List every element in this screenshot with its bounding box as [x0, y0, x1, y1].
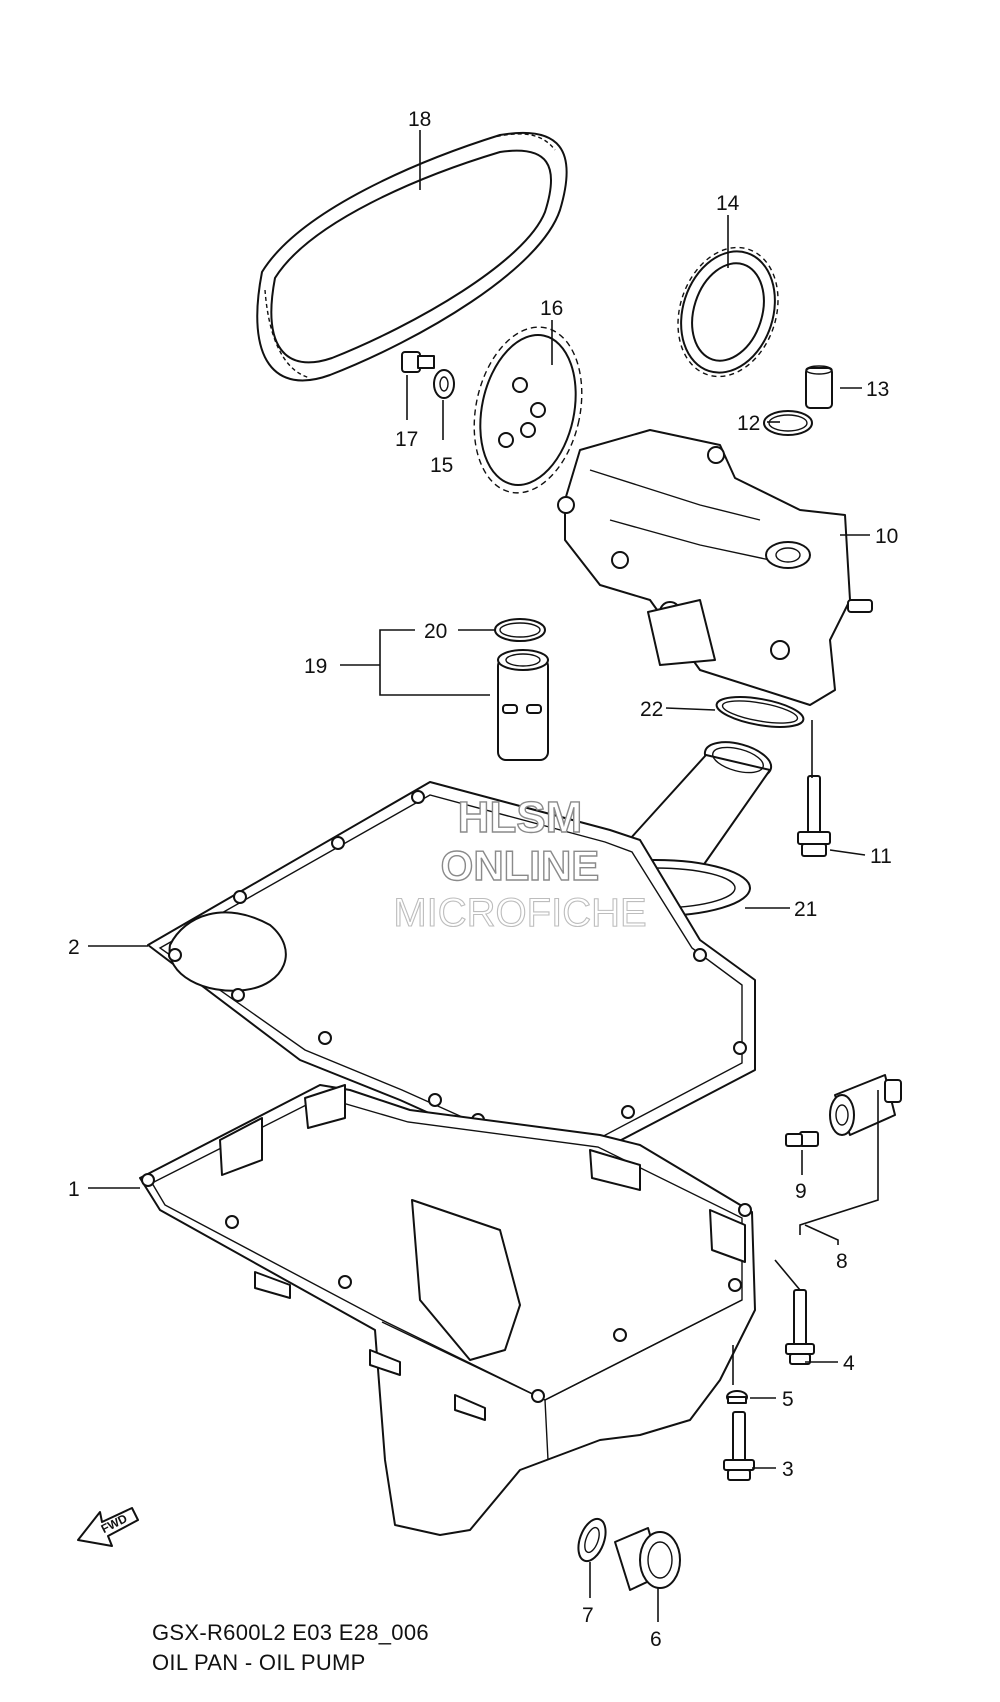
- diagram-title: OIL PAN - OIL PUMP: [152, 1650, 366, 1675]
- callout-8: 8: [836, 1250, 848, 1273]
- bolt-4[interactable]: [785, 1289, 815, 1365]
- washer-5[interactable]: [726, 1390, 748, 1404]
- o-ring-12[interactable]: [763, 410, 813, 436]
- oil-pressure-switch[interactable]: [829, 1074, 902, 1136]
- callout-2: 2: [68, 936, 80, 959]
- callout-4: 4: [843, 1352, 855, 1375]
- dowel-pin[interactable]: [805, 365, 833, 409]
- callout-leaders: [88, 130, 879, 1622]
- switch-bolt[interactable]: [785, 1131, 819, 1147]
- callout-16: 16: [540, 297, 563, 320]
- callout-10: 10: [875, 525, 898, 548]
- callout-9: 9: [795, 1180, 807, 1203]
- oil-pipe[interactable]: [497, 649, 549, 761]
- watermark-line-3: MICROFICHE: [393, 891, 646, 935]
- o-ring-20[interactable]: [494, 618, 546, 642]
- bolt-11[interactable]: [797, 775, 831, 857]
- oil-pan-gasket[interactable]: [147, 781, 756, 1173]
- watermark: HLSM ONLINE MICROFICHE: [393, 792, 647, 935]
- callout-17: 17: [395, 428, 418, 451]
- callout-11: 11: [870, 845, 892, 868]
- callout-15: 15: [430, 454, 453, 477]
- diagram-code: GSX-R600L2 E03 E28_006: [152, 1620, 429, 1645]
- drain-plug-gasket[interactable]: [573, 1515, 611, 1565]
- oil-pan[interactable]: [139, 1084, 756, 1536]
- drain-plug[interactable]: [614, 1527, 681, 1591]
- oil-pump-sprocket-ring[interactable]: [662, 234, 794, 389]
- callout-18: 18: [408, 108, 431, 131]
- callout-1: 1: [68, 1178, 80, 1201]
- callout-7: 7: [582, 1604, 594, 1627]
- o-ring-22[interactable]: [714, 692, 805, 733]
- sprocket-washer[interactable]: [433, 369, 455, 399]
- callout-6: 6: [650, 1628, 662, 1651]
- watermark-line-2: ONLINE: [441, 842, 600, 889]
- callout-12: 12: [737, 412, 760, 435]
- sprocket-bolt[interactable]: [401, 351, 435, 373]
- oil-pump-assembly[interactable]: [557, 429, 873, 706]
- callout-13: 13: [866, 378, 889, 401]
- callout-5: 5: [782, 1388, 794, 1411]
- callout-14: 14: [716, 192, 740, 215]
- callout-21: 21: [794, 898, 817, 921]
- callout-19: 19: [304, 655, 327, 678]
- callout-3: 3: [782, 1458, 794, 1481]
- forward-arrow-icon: FWD: [77, 1507, 139, 1547]
- watermark-line-1: HLSM: [458, 793, 583, 842]
- oil-pump-chain[interactable]: [256, 131, 568, 382]
- callout-20: 20: [424, 620, 447, 643]
- driven-sprocket[interactable]: [460, 317, 597, 503]
- callout-numbers: 1 2 3 4 5 6 7 8 9 10 11 12 13 14 15 16 1…: [68, 108, 898, 1651]
- bolt-3[interactable]: [723, 1411, 755, 1481]
- callout-22: 22: [640, 698, 663, 721]
